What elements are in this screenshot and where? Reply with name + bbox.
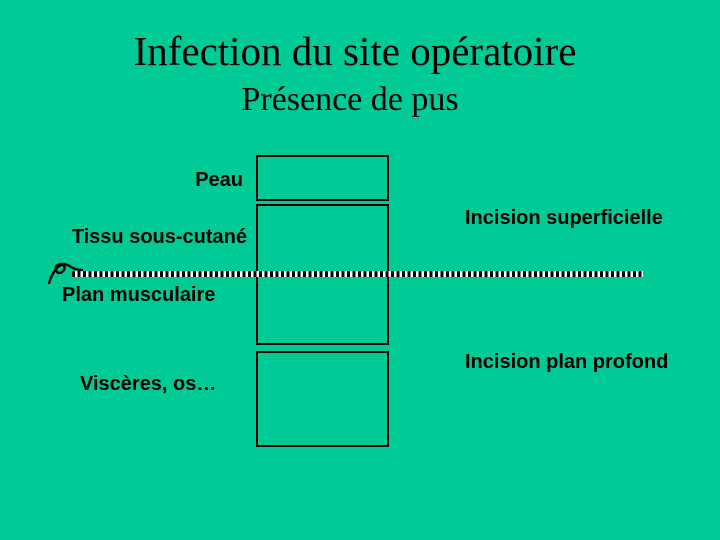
layer-label-tissu-sous-cutane: Tissu sous-cutané — [71, 226, 247, 248]
page-subtitle: Présence de pus — [241, 81, 459, 118]
diagram-box-skin — [256, 155, 389, 201]
page-title: Infection du site opératoire — [133, 28, 577, 74]
incision-plan-profond-label: Incision plan profond — [465, 351, 669, 373]
layer-label-peau: Peau — [195, 169, 243, 191]
diagram-box-deep-viscera — [256, 351, 389, 447]
fascia-dashed-line — [72, 271, 643, 277]
script-squiggle-icon — [48, 262, 84, 285]
layer-label-plan-musculaire: Plan musculaire — [62, 284, 216, 306]
layer-label-visceres-os: Viscères, os… — [80, 373, 217, 395]
incision-superficielle-label: Incision superficielle — [465, 207, 663, 229]
